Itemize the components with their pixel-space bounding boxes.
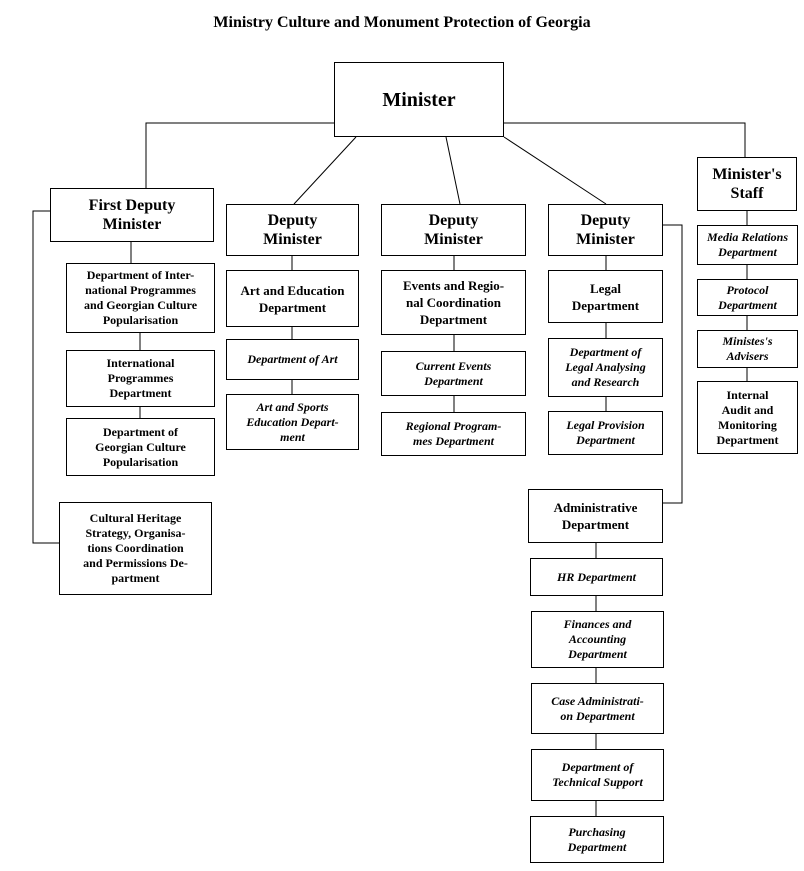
chart-title: Ministry Culture and Monument Protection… [213, 14, 591, 31]
current-events-dept-box: Current Events Department [381, 351, 526, 396]
finances-accounting-dept-box: Finances and Accounting Department [531, 611, 664, 668]
minister-box: Minister [334, 62, 504, 137]
connector-fd-heritage [32, 210, 59, 544]
legal-dept-box: Legal Department [548, 270, 663, 323]
connector-d3-admin [663, 224, 683, 504]
legal-provision-dept-box: Legal Provision Department [548, 411, 663, 455]
technical-support-dept-box: Department of Technical Support [531, 749, 664, 801]
georgian-culture-dept-box: Department of Georgian Culture Popularis… [66, 418, 215, 476]
legal-analysing-research-dept-box: Department of Legal Analysing and Resear… [548, 338, 663, 397]
deputy-minister-1-box: Deputy Minister [226, 204, 359, 256]
internal-audit-monitoring-dept-box: Internal Audit and Monitoring Department [697, 381, 798, 454]
connector-minister-deputy2 [445, 136, 461, 205]
first-deputy-minister-box: First Deputy Minister [50, 188, 214, 242]
events-regional-dept-box: Events and Regio- nal Coordination Depar… [381, 270, 526, 335]
protocol-dept-box: Protocol Department [697, 279, 798, 316]
connector-minister-deputy3 [503, 136, 607, 205]
connector-minister-deputy1 [293, 136, 357, 205]
connector-minister-staff [504, 122, 746, 157]
case-administration-dept-box: Case Administrati- on Department [531, 683, 664, 734]
purchasing-dept-box: Purchasing Department [530, 816, 664, 863]
media-relations-dept-box: Media Relations Department [697, 225, 798, 265]
intl-programmes-dept-box: International Programmes Department [66, 350, 215, 407]
deputy-minister-3-box: Deputy Minister [548, 204, 663, 256]
hr-dept-box: HR Department [530, 558, 663, 596]
art-education-dept-box: Art and Education Department [226, 270, 359, 327]
ministers-advisers-box: Ministes's Advisers [697, 330, 798, 368]
ministers-staff-box: Minister's Staff [697, 157, 797, 211]
administrative-dept-box: Administrative Department [528, 489, 663, 543]
deputy-minister-2-box: Deputy Minister [381, 204, 526, 256]
dept-of-art-box: Department of Art [226, 339, 359, 380]
cultural-heritage-dept-box: Cultural Heritage Strategy, Organisa- ti… [59, 502, 212, 595]
connector-minister-first-deputy [145, 122, 334, 188]
art-sports-education-dept-box: Art and Sports Education Depart- ment [226, 394, 359, 450]
intl-georgian-culture-dept-box: Department of Inter- national Programmes… [66, 263, 215, 333]
regional-programmes-dept-box: Regional Program- mes Department [381, 412, 526, 456]
